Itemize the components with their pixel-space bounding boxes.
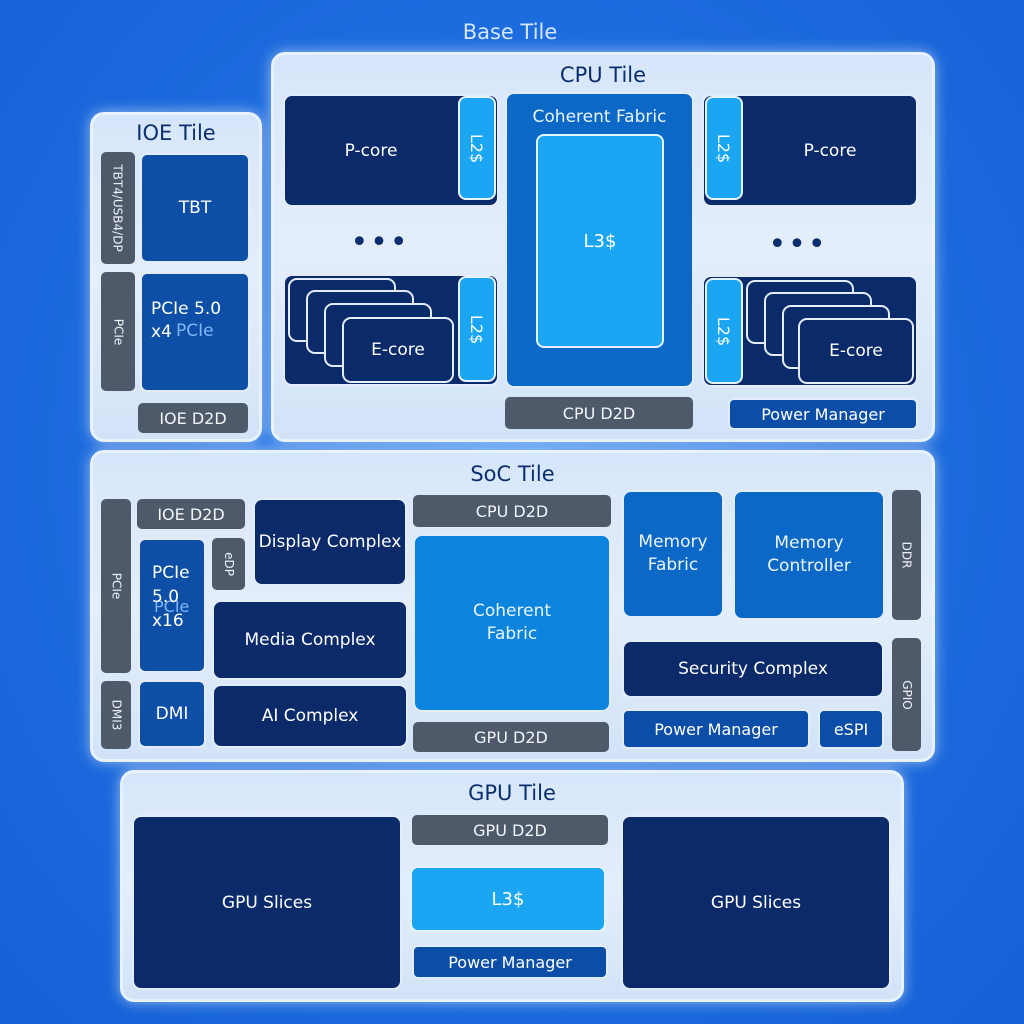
soc-pcie-port-label: PCIe — [108, 572, 123, 600]
ioe-pcie-overlay-line2: x4 — [151, 322, 172, 342]
soc-coherent-fabric-line2: Fabric — [486, 624, 538, 644]
soc-coherent-fabric-line1: Coherent — [472, 601, 552, 622]
ioe-pcie-port: PCIe — [101, 272, 135, 391]
cpu-tile-title: CPU Tile — [559, 63, 647, 87]
e-core-left-label: E-core — [371, 340, 425, 360]
gpu-slices-right: GPU Slices — [621, 815, 891, 990]
display-complex-label: Display Complex — [258, 532, 402, 552]
ioe-tbt-block: TBT — [140, 153, 250, 263]
e-core-right: E-core — [798, 318, 914, 384]
gpu-slices-right-label: GPU Slices — [710, 892, 802, 913]
gpu-l3-cache: L3$ — [410, 866, 606, 932]
ioe-pcie-block — [140, 272, 250, 392]
ioe-tbt-label: TBT — [178, 198, 212, 218]
soc-coherent-fabric: Coherent Fabric — [413, 534, 611, 712]
display-complex: Display Complex — [253, 498, 407, 586]
ioe-pcie-block-label: PCIe — [176, 321, 214, 341]
ioe-tile-title: IOE Tile — [136, 121, 216, 145]
cpu-power-manager: Power Manager — [728, 398, 918, 430]
gpu-l3-label: L3$ — [491, 888, 525, 910]
l2-cache-p-left-label: L2$ — [467, 133, 487, 163]
dmi-label: DMI — [155, 704, 189, 724]
soc-gpu-d2d: GPU D2D — [413, 722, 609, 752]
l2-cache-e-left: L2$ — [458, 276, 496, 382]
gpu-tile-title: GPU Tile — [468, 781, 556, 805]
soc-pcie-port: PCIe — [101, 499, 131, 673]
soc-tile-title: SoC Tile — [470, 462, 555, 486]
ioe-d2d: IOE D2D — [138, 403, 248, 433]
l2-cache-e-left-label: L2$ — [467, 314, 487, 344]
l2-cache-e-right: L2$ — [705, 278, 743, 384]
base-tile-title: Base Tile — [462, 20, 558, 44]
media-complex: Media Complex — [212, 600, 408, 680]
gpio-label: GPIO — [899, 679, 914, 710]
ddr-label: DDR — [899, 541, 914, 569]
p-core-right-label: P-core — [803, 140, 857, 161]
more-p-cores-left: ••• — [350, 225, 410, 260]
more-p-cores-right: ••• — [768, 227, 828, 262]
security-complex-label: Security Complex — [678, 659, 828, 679]
soc-power-manager: Power Manager — [622, 709, 810, 749]
edp-label: eDP — [221, 552, 236, 576]
e-core-left: E-core — [342, 317, 454, 383]
memory-fabric-line2: Fabric — [647, 555, 699, 575]
soc-pcie-overlay-line1: PCIe — [152, 563, 190, 583]
cpu-l3-cache: L3$ — [536, 134, 664, 348]
soc-pcie-overlay-line3: x16 — [152, 611, 184, 631]
ioe-pcie-port-label: PCIe — [110, 318, 125, 345]
soc-pcie-block-label: PCIe — [154, 597, 190, 616]
security-complex: Security Complex — [622, 640, 884, 698]
gpu-slices-left: GPU Slices — [132, 815, 402, 990]
dmi3-port: DMI3 — [101, 681, 131, 749]
soc-pcie-block — [138, 538, 206, 673]
gpio-port: GPIO — [892, 638, 921, 751]
memory-fabric-line1: Memory — [638, 532, 708, 553]
cpu-l3-label: L3$ — [583, 230, 617, 252]
l2-cache-p-left: L2$ — [458, 96, 496, 200]
gpu-power-manager: Power Manager — [412, 945, 608, 979]
espi-block: eSPI — [818, 709, 884, 749]
ioe-tbt-port: TBT4/USB4/DP — [101, 152, 135, 264]
dmi3-label: DMI3 — [109, 699, 123, 731]
ai-complex-label: AI Complex — [261, 706, 359, 726]
p-core-left-label: P-core — [344, 140, 398, 161]
gpu-slices-left-label: GPU Slices — [221, 892, 313, 913]
ddr-port: DDR — [892, 490, 921, 620]
soc-cpu-d2d: CPU D2D — [413, 495, 611, 527]
l2-cache-p-right: L2$ — [705, 96, 743, 200]
ai-complex: AI Complex — [212, 684, 408, 748]
e-core-right-label: E-core — [829, 341, 883, 361]
memory-fabric: Memory Fabric — [622, 490, 724, 618]
cpu-coherent-fabric-label: Coherent Fabric — [532, 107, 667, 127]
soc-pcie-overlay-line2: 5.0 — [152, 587, 180, 607]
ioe-pcie-overlay-line1: PCIe 5.0 — [151, 299, 222, 319]
l2-cache-e-right-label: L2$ — [714, 316, 734, 346]
edp-port: eDP — [212, 538, 245, 590]
soc-ioe-d2d: IOE D2D — [137, 499, 245, 529]
memory-controller-line1: Memory — [774, 533, 844, 554]
dmi-block: DMI — [138, 680, 206, 748]
cpu-d2d: CPU D2D — [505, 397, 693, 429]
media-complex-label: Media Complex — [244, 630, 376, 650]
gpu-d2d: GPU D2D — [412, 815, 608, 845]
ioe-tbt-port-label: TBT4/USB4/DP — [111, 164, 126, 252]
memory-controller: Memory Controller — [733, 490, 885, 620]
memory-controller-line2: Controller — [767, 556, 851, 576]
l2-cache-p-right-label: L2$ — [714, 133, 734, 163]
